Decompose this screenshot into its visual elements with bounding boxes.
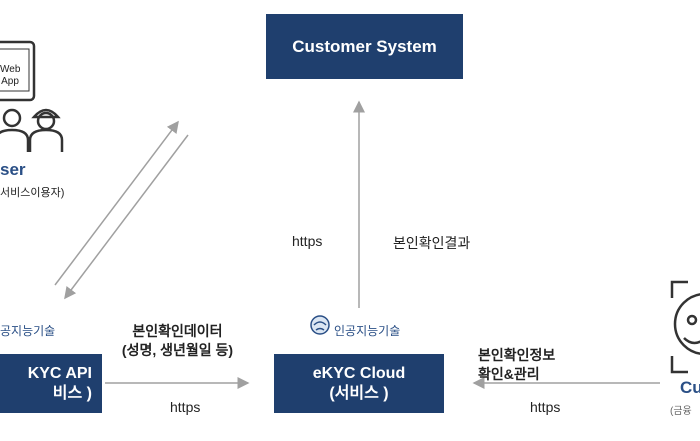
ekyc-cloud-tag: 인공지능기술 bbox=[334, 324, 401, 338]
edge-label-identity-data: 본인확인데이터 (성명, 생년월일 등) bbox=[121, 323, 234, 358]
arrow-user-to-api bbox=[64, 134, 189, 300]
user-name: ser bbox=[0, 160, 26, 179]
ekyc-cloud-line2: (서비스 ) bbox=[329, 384, 389, 402]
face-scan-icon bbox=[670, 280, 700, 374]
edge-protocol-api-cloud: https bbox=[170, 399, 201, 415]
edge-label-identity-result: 본인확인결과 bbox=[393, 235, 471, 251]
ekyc-cloud-box: eKYC Cloud (서비스 ) bbox=[274, 354, 444, 413]
person-icon bbox=[0, 108, 30, 152]
customer-system-label: Customer System bbox=[292, 36, 437, 56]
person-icon bbox=[28, 108, 64, 152]
edge-protocol-cloud-system: https bbox=[292, 233, 323, 249]
ekyc-api-tag: 공지능기술 bbox=[0, 324, 56, 338]
customer-system-box: Customer System bbox=[266, 14, 463, 79]
right-customer-name: Cu bbox=[680, 378, 700, 397]
ekyc-cloud-line1: eKYC Cloud bbox=[312, 364, 406, 382]
right-customer-subtitle: (금융 bbox=[670, 406, 692, 417]
ekyc-api-line2: 비스 ) bbox=[52, 384, 92, 402]
ekyc-api-box: KYC API 비스 ) bbox=[0, 354, 102, 413]
brain-icon bbox=[310, 315, 330, 335]
ekyc-api-line1: KYC API bbox=[27, 364, 92, 382]
edge-protocol-right-cloud: https bbox=[530, 399, 561, 415]
user-subtitle: 서비스이용자) bbox=[0, 187, 65, 199]
edge-label-identity-info: 본인확인정보 확인&관리 bbox=[478, 347, 556, 382]
arrow-api-to-user bbox=[54, 120, 179, 286]
tablet-icon bbox=[0, 40, 36, 102]
web-app-label: Web App bbox=[0, 64, 21, 87]
